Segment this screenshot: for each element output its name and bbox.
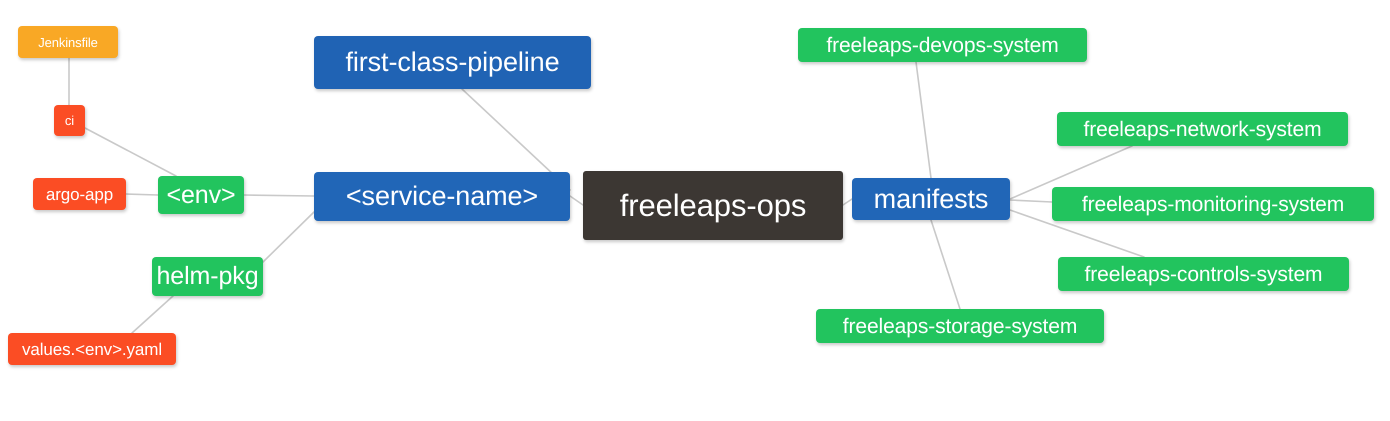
node-label: <service-name> — [345, 181, 539, 211]
node-manifests[interactable]: manifests — [852, 178, 1010, 220]
node-helm-pkg[interactable]: helm-pkg — [152, 257, 263, 296]
node-label: freeleaps-network-system — [1083, 117, 1322, 141]
node-label: ci — [64, 113, 75, 128]
edge-manifests-to-freeleaps-devops-system — [915, 61, 932, 179]
node-label: manifests — [873, 183, 989, 214]
edge-manifests-to-freeleaps-monitoring-system — [1009, 199, 1053, 203]
node-label: freeleaps-devops-system — [826, 33, 1059, 57]
node-label: freeleaps-controls-system — [1084, 262, 1323, 286]
node-freeleaps-devops-system[interactable]: freeleaps-devops-system — [798, 28, 1087, 62]
node-label: <env> — [166, 180, 236, 209]
node-first-class-pipeline[interactable]: first-class-pipeline — [314, 36, 591, 89]
edge-manifests-to-freeleaps-storage-system — [930, 219, 961, 310]
node-label: Jenkinsfile — [38, 34, 98, 50]
node-ci[interactable]: ci — [54, 105, 85, 136]
node-argo-app[interactable]: argo-app — [33, 178, 126, 210]
edge-env-to-ci — [84, 127, 177, 177]
node-freeleaps-monitoring-system[interactable]: freeleaps-monitoring-system — [1052, 187, 1374, 221]
node-label: argo-app — [45, 184, 114, 204]
edge-env-to-argo-app — [125, 193, 159, 196]
node-freeleaps-storage-system[interactable]: freeleaps-storage-system — [816, 309, 1104, 343]
node-values-env-yaml[interactable]: values.<env>.yaml — [8, 333, 176, 365]
edge-service-name-to-helm-pkg — [262, 211, 315, 263]
node-env[interactable]: <env> — [158, 176, 244, 214]
node-label: values.<env>.yaml — [21, 339, 163, 359]
node-label: first-class-pipeline — [345, 47, 560, 77]
edge-freeleaps-ops-to-service-name — [569, 195, 584, 206]
node-service-name[interactable]: <service-name> — [314, 172, 570, 221]
node-label: freeleaps-monitoring-system — [1081, 192, 1345, 216]
node-freeleaps-controls-system[interactable]: freeleaps-controls-system — [1058, 257, 1349, 291]
node-freeleaps-ops[interactable]: freeleaps-ops — [583, 171, 843, 240]
node-label: freeleaps-ops — [619, 188, 807, 223]
edge-freeleaps-ops-to-manifests — [842, 198, 853, 206]
node-jenkinsfile[interactable]: Jenkinsfile — [18, 26, 118, 58]
node-freeleaps-network-system[interactable]: freeleaps-network-system — [1057, 112, 1348, 146]
edge-helm-pkg-to-values-env-yaml — [131, 295, 174, 334]
node-label: helm-pkg — [156, 262, 259, 290]
node-label: freeleaps-storage-system — [842, 314, 1078, 338]
edge-service-name-to-env — [243, 194, 315, 197]
